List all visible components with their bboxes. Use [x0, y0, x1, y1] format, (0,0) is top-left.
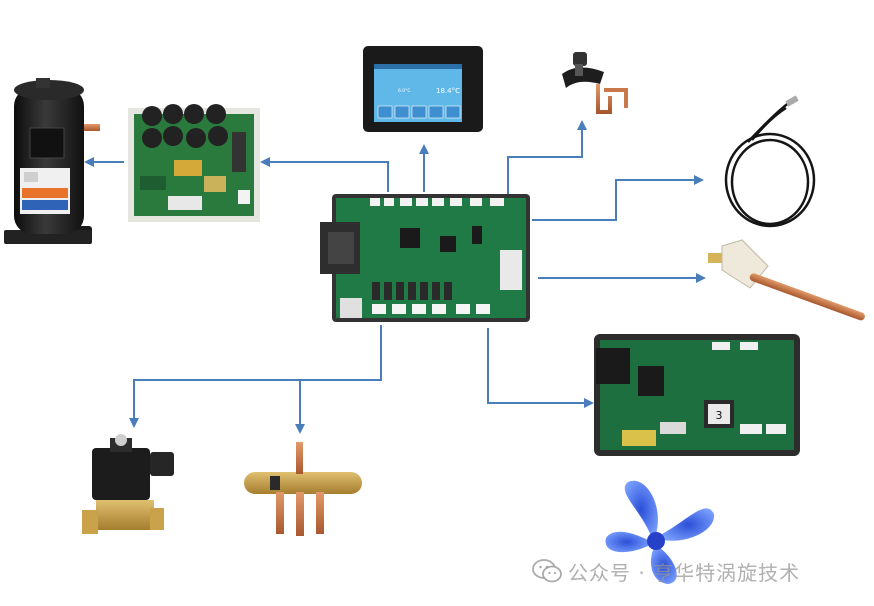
screen-button-2: [394, 105, 410, 119]
watermark: 公众号 · 亨华特涡旋技术: [532, 556, 800, 586]
screen-button-1: [377, 105, 393, 119]
arrow-to-valve-driver-board: [487, 328, 594, 408]
inverter-board-icon: [128, 104, 260, 222]
arrow-to-temperature-sensor: [532, 175, 704, 221]
solenoid-valve-icon: [82, 434, 174, 534]
arrow-to-pressure-switch: [507, 120, 587, 194]
screen-button-5: [445, 105, 461, 119]
pressure-sensor-icon: [708, 239, 865, 321]
four-way-valve-icon: [244, 442, 362, 536]
screen-button-4: [428, 105, 444, 119]
pressure-switch-icon: [562, 52, 628, 114]
main-controller-board: [320, 194, 530, 322]
arrow-to-solenoid-valve: [129, 325, 382, 428]
sensor-cable-icon: [724, 95, 816, 228]
screen-button-3: [411, 105, 427, 119]
valve-board-chip-label: 3: [716, 409, 723, 422]
screen-row-3-col-2: 6.0°C: [398, 88, 411, 94]
wechat-icon: [532, 559, 562, 583]
watermark-text: 公众号 · 亨华特涡旋技术: [568, 560, 801, 585]
arrow-to-inverter-board: [260, 157, 389, 192]
display-icon: 6.0°C 18.4°C: [363, 46, 483, 132]
fan-icon: [605, 480, 715, 584]
compressor-icon: [4, 78, 100, 244]
valve-driver-board-icon: 3: [594, 334, 800, 456]
screen-row-3-col-4: 18.4°C: [436, 87, 460, 95]
connection-arrows: [84, 120, 706, 434]
